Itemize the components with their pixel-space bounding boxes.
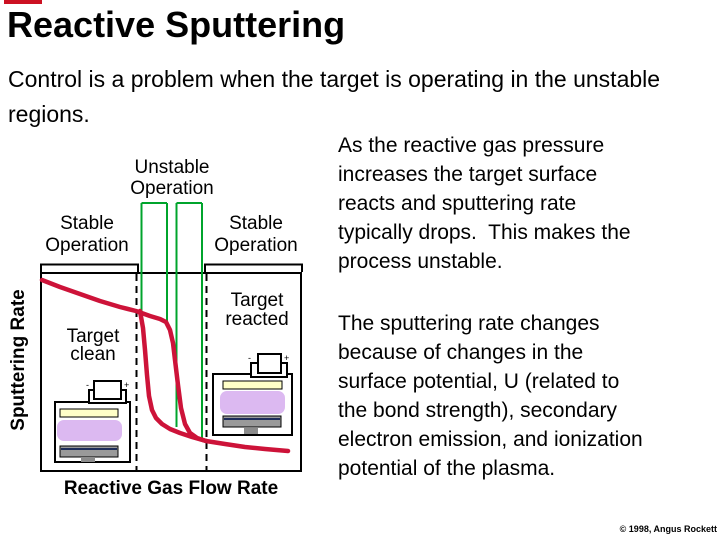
text-line: surface potential, U (related to bbox=[338, 370, 620, 393]
substrate-electrode-reacted bbox=[222, 415, 282, 428]
electrode-minus-mark-reacted: - bbox=[248, 353, 251, 363]
text-line: Operation bbox=[130, 178, 214, 199]
page-title: Reactive Sputtering bbox=[7, 4, 346, 45]
body-paragraph-rate-changes: The sputtering rate changes because of ch… bbox=[338, 309, 713, 483]
text-line: The sputtering rate changes bbox=[338, 312, 600, 335]
electrode-plus-mark-reacted: + bbox=[284, 353, 289, 363]
text-line: Operation bbox=[45, 235, 129, 256]
text-line: because of changes in the bbox=[338, 341, 584, 364]
slide-corner-accent-bar bbox=[4, 0, 42, 4]
plasma-region-reacted bbox=[220, 391, 285, 414]
text-line: reacts and sputtering rate bbox=[338, 192, 577, 215]
text-line: reacted bbox=[225, 309, 289, 330]
text-line: typically drops. This makes the bbox=[338, 221, 631, 244]
target-bar-reacted bbox=[222, 380, 283, 390]
text-line: Control is a problem when the target is … bbox=[8, 66, 661, 92]
electrode-stub-reacted bbox=[244, 428, 258, 434]
text-line: regions. bbox=[8, 101, 90, 127]
text-line: process unstable. bbox=[338, 250, 503, 273]
text-line: clean bbox=[70, 344, 116, 365]
feedthrough-box-reacted bbox=[257, 353, 282, 374]
text-line: increases the target surface bbox=[338, 163, 598, 186]
copyright-text: © 1998, Angus Rockett bbox=[619, 524, 717, 534]
text-line: As the reactive gas pressure bbox=[338, 134, 605, 157]
text-line: Operation bbox=[214, 235, 298, 256]
feedthrough-box-clean bbox=[93, 380, 122, 400]
text-line: Unstable bbox=[134, 157, 210, 178]
electrode-minus-mark-clean: - bbox=[86, 380, 89, 390]
text-line: Stable bbox=[229, 213, 283, 234]
substrate-electrode-clean bbox=[59, 445, 119, 458]
stable-bracket-right bbox=[204, 263, 303, 272]
text-line: the bond strength), secondary bbox=[338, 399, 618, 422]
rate-curve-increase-branch bbox=[39, 277, 209, 444]
electrode-plus-mark-clean: + bbox=[124, 380, 129, 390]
y-axis-label: Sputtering Rate bbox=[8, 289, 29, 431]
intro-text: Control is a problem when the target is … bbox=[8, 62, 712, 132]
text-line: Target bbox=[66, 326, 120, 347]
electrode-stub-clean bbox=[81, 457, 95, 462]
text-line: potential of the plasma. bbox=[338, 457, 556, 480]
x-axis-label: Reactive Gas Flow Rate bbox=[63, 478, 279, 499]
text-line: Target bbox=[230, 290, 284, 311]
text-line: electron emission, and ionization bbox=[338, 428, 643, 451]
plasma-region-clean bbox=[57, 420, 122, 441]
stable-bracket-left bbox=[40, 263, 139, 272]
body-paragraph-pressure: As the reactive gas pressure increases th… bbox=[338, 131, 713, 276]
rate-curve-decrease-branch bbox=[137, 308, 291, 454]
target-bar-clean bbox=[59, 408, 119, 418]
text-line: Stable bbox=[60, 213, 114, 234]
